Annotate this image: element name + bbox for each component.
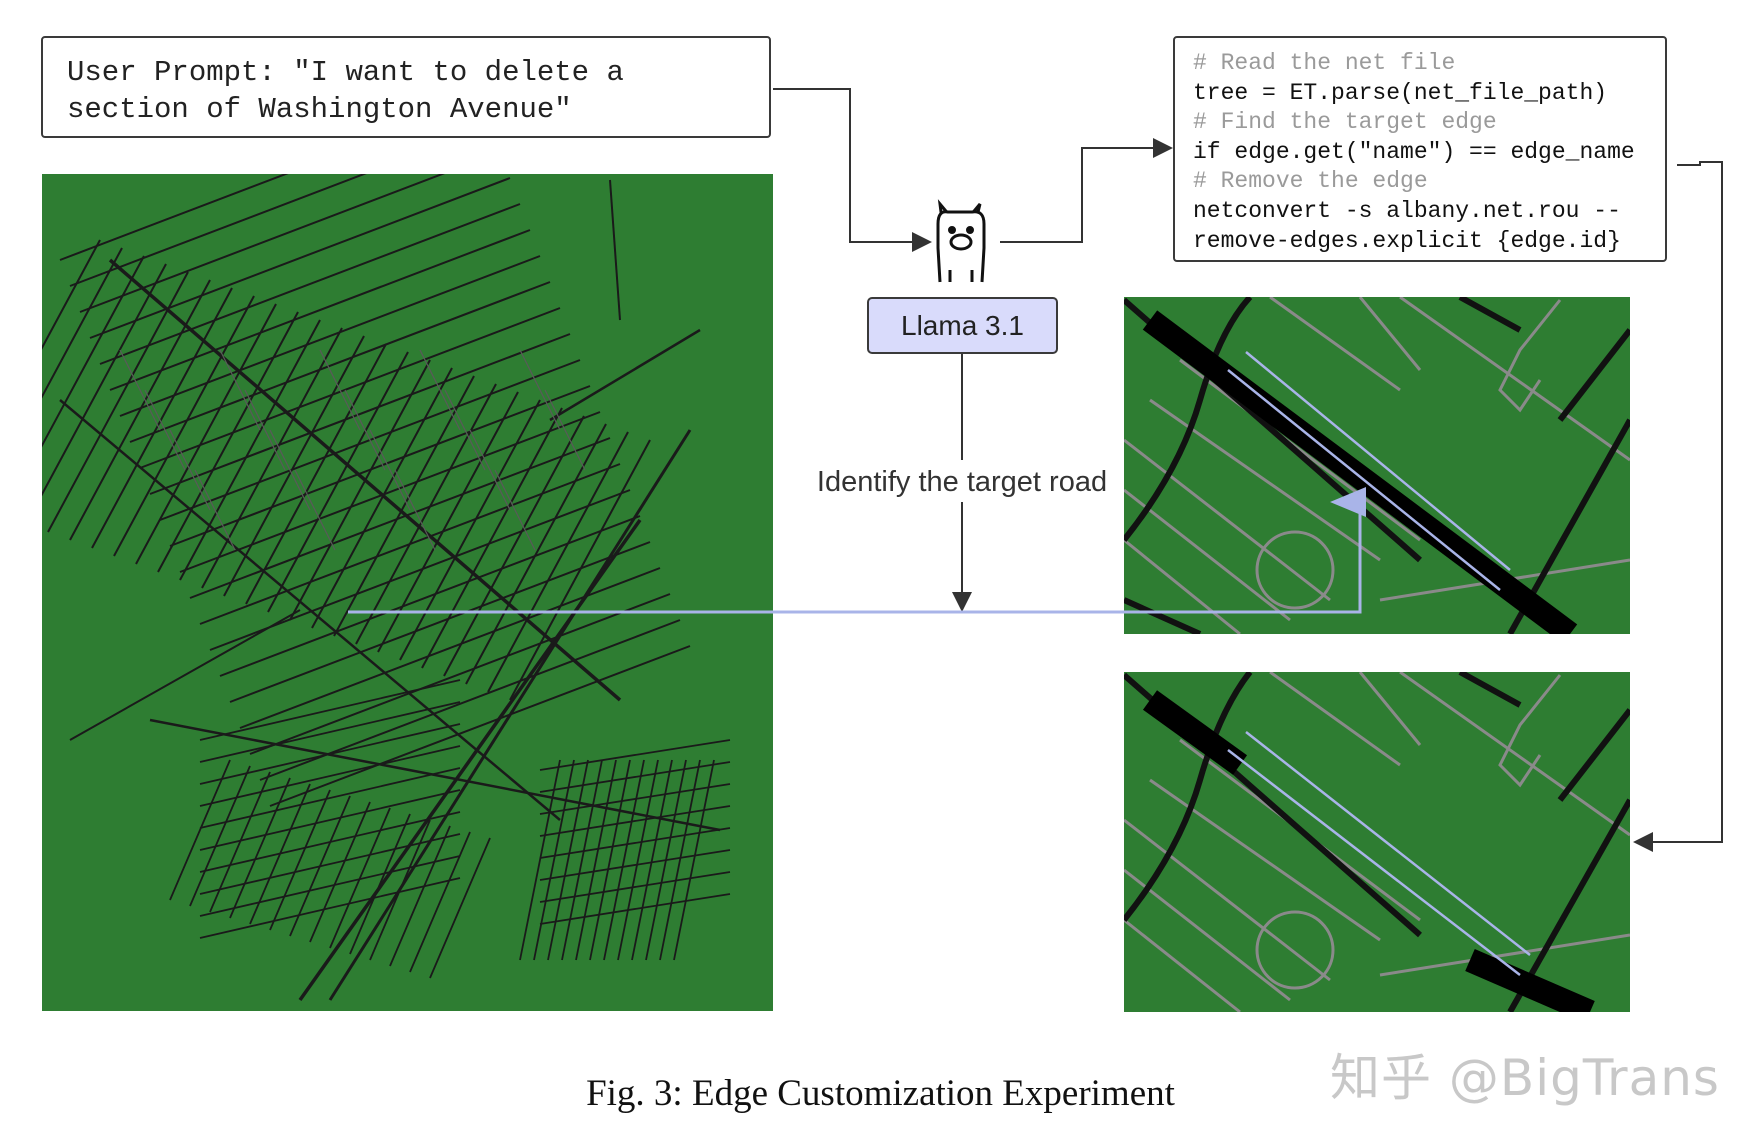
connector-model-to-code (1000, 138, 1173, 243)
figure-caption: Fig. 3: Edge Customization Experiment (586, 1073, 1175, 1114)
model-label: Llama 3.1 (901, 309, 1024, 341)
city-road-map (42, 174, 773, 1011)
connector-code-to-after-map (1633, 161, 1723, 852)
user-prompt-box: User Prompt: "I want to delete a section… (41, 36, 771, 138)
llama-model-box: Llama 3.1 (867, 297, 1058, 354)
code-line: # Read the net file (1193, 50, 1456, 76)
identify-target-road-label: Identify the target road (812, 462, 1112, 502)
connector-prompt-to-model (773, 88, 932, 252)
code-box: # Read the net file tree = ET.parse(net_… (1173, 36, 1667, 262)
prompt-line-1: User Prompt: "I want to delete a (67, 56, 624, 89)
prompt-line-2: section of Washington Avenue" (67, 93, 572, 126)
zoom-map-after (1124, 672, 1630, 1012)
code-line: tree = ET.parse(net_file_path) (1193, 79, 1608, 106)
code-line: # Find the target edge (1193, 109, 1497, 136)
watermark: 知乎 @BigTrans (1330, 1049, 1720, 1107)
llama-icon (936, 199, 986, 283)
code-line: netconvert -s albany.net.rou -- (1193, 197, 1621, 224)
code-line: # Remove the edge (1193, 168, 1428, 195)
code-line: if edge.get("name") == edge_name (1193, 138, 1635, 165)
zoom-map-before (1124, 297, 1630, 634)
code-line: remove-edges.explicit {edge.id} (1193, 227, 1621, 254)
connector-target-road (348, 487, 1366, 614)
